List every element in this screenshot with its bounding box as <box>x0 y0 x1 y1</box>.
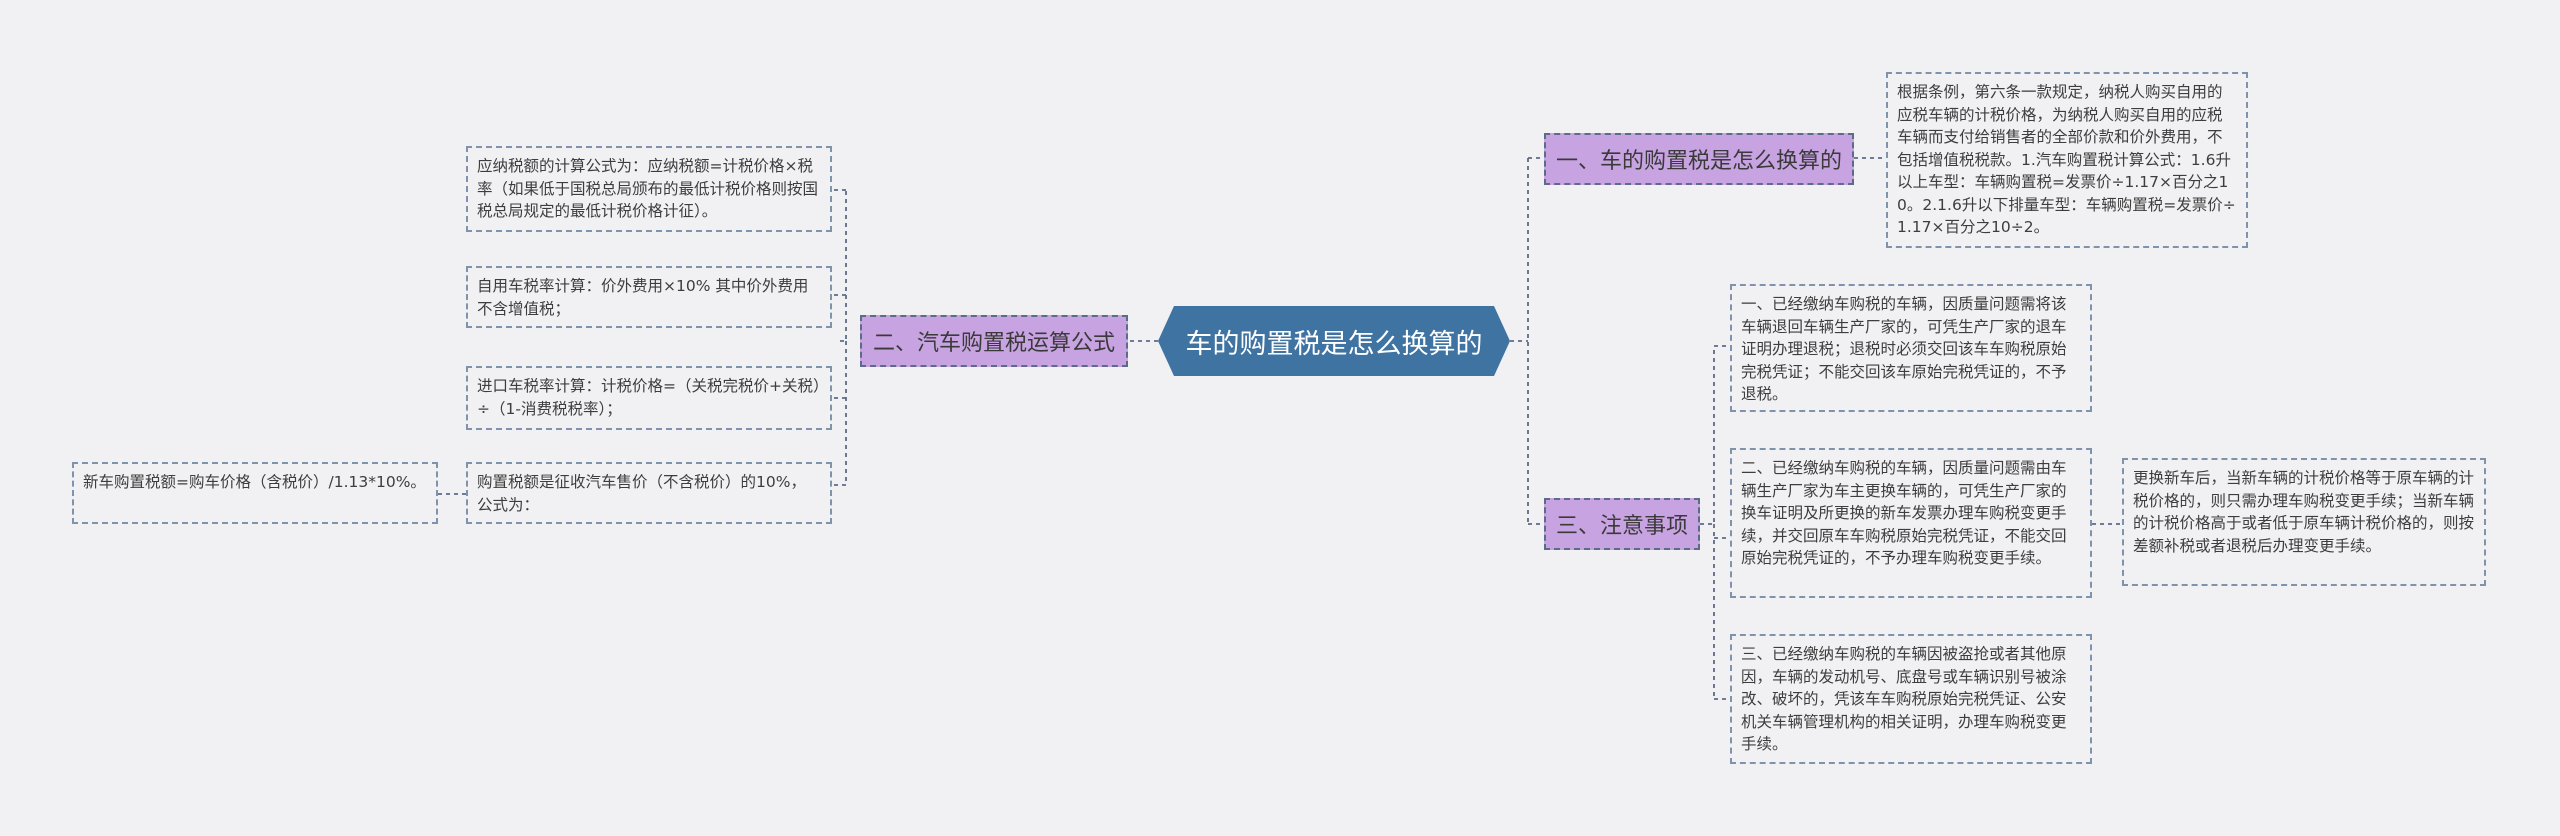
leaf-import-tax[interactable]: 进口车税率计算：计税价格=（关税完税价+关税）÷（1-消费税税率）； <box>466 366 832 430</box>
leaf-new-car-tax-formula[interactable]: 新车购置税额=购车价格（含税价）/1.13*10%。 <box>72 462 438 524</box>
leaf-note-refund[interactable]: 一、已经缴纳车购税的车辆，因质量问题需将该车辆退回车辆生产厂家的，可凭生产厂家的… <box>1730 284 2092 412</box>
connector-root-right <box>1510 157 1544 525</box>
leaf-tax-formula[interactable]: 应纳税额的计算公式为：应纳税额=计税价格×税率（如果低于国税总局颁布的最低计税价… <box>466 146 832 232</box>
root-node[interactable]: 车的购置税是怎么换算的 <box>1158 306 1510 376</box>
leaf-note-theft[interactable]: 三、已经缴纳车购税的车辆因被盗抢或者其他原因，车辆的发动机号、底盘号或车辆识别号… <box>1730 634 2092 764</box>
branch-notes[interactable]: 三、注意事项 <box>1544 498 1700 550</box>
leaf-note-replacement[interactable]: 二、已经缴纳车购税的车辆，因质量问题需由车辆生产厂家为车主更换车辆的，可凭生产厂… <box>1730 448 2092 598</box>
leaf-self-use-tax[interactable]: 自用车税率计算：价外费用×10% 其中价外费用不含增值税； <box>466 266 832 328</box>
connector-left-leaves <box>832 189 847 486</box>
leaf-regulation-detail[interactable]: 根据条例，第六条一款规定，纳税人购买自用的应税车辆的计税价格，为纳税人购买自用的… <box>1886 72 2248 248</box>
connector-right3-items <box>1700 345 1730 700</box>
leaf-note-new-car-price[interactable]: 更换新车后，当新车辆的计税价格等于原车辆的计税价格的，则只需办理车购税变更手续；… <box>2122 458 2486 586</box>
branch-calculation-formula[interactable]: 二、汽车购置税运算公式 <box>860 315 1128 367</box>
branch-how-to-convert[interactable]: 一、车的购置税是怎么换算的 <box>1544 133 1854 185</box>
leaf-purchase-tax-amount[interactable]: 购置税额是征收汽车售价（不含税价）的10%，公式为： <box>466 462 832 524</box>
